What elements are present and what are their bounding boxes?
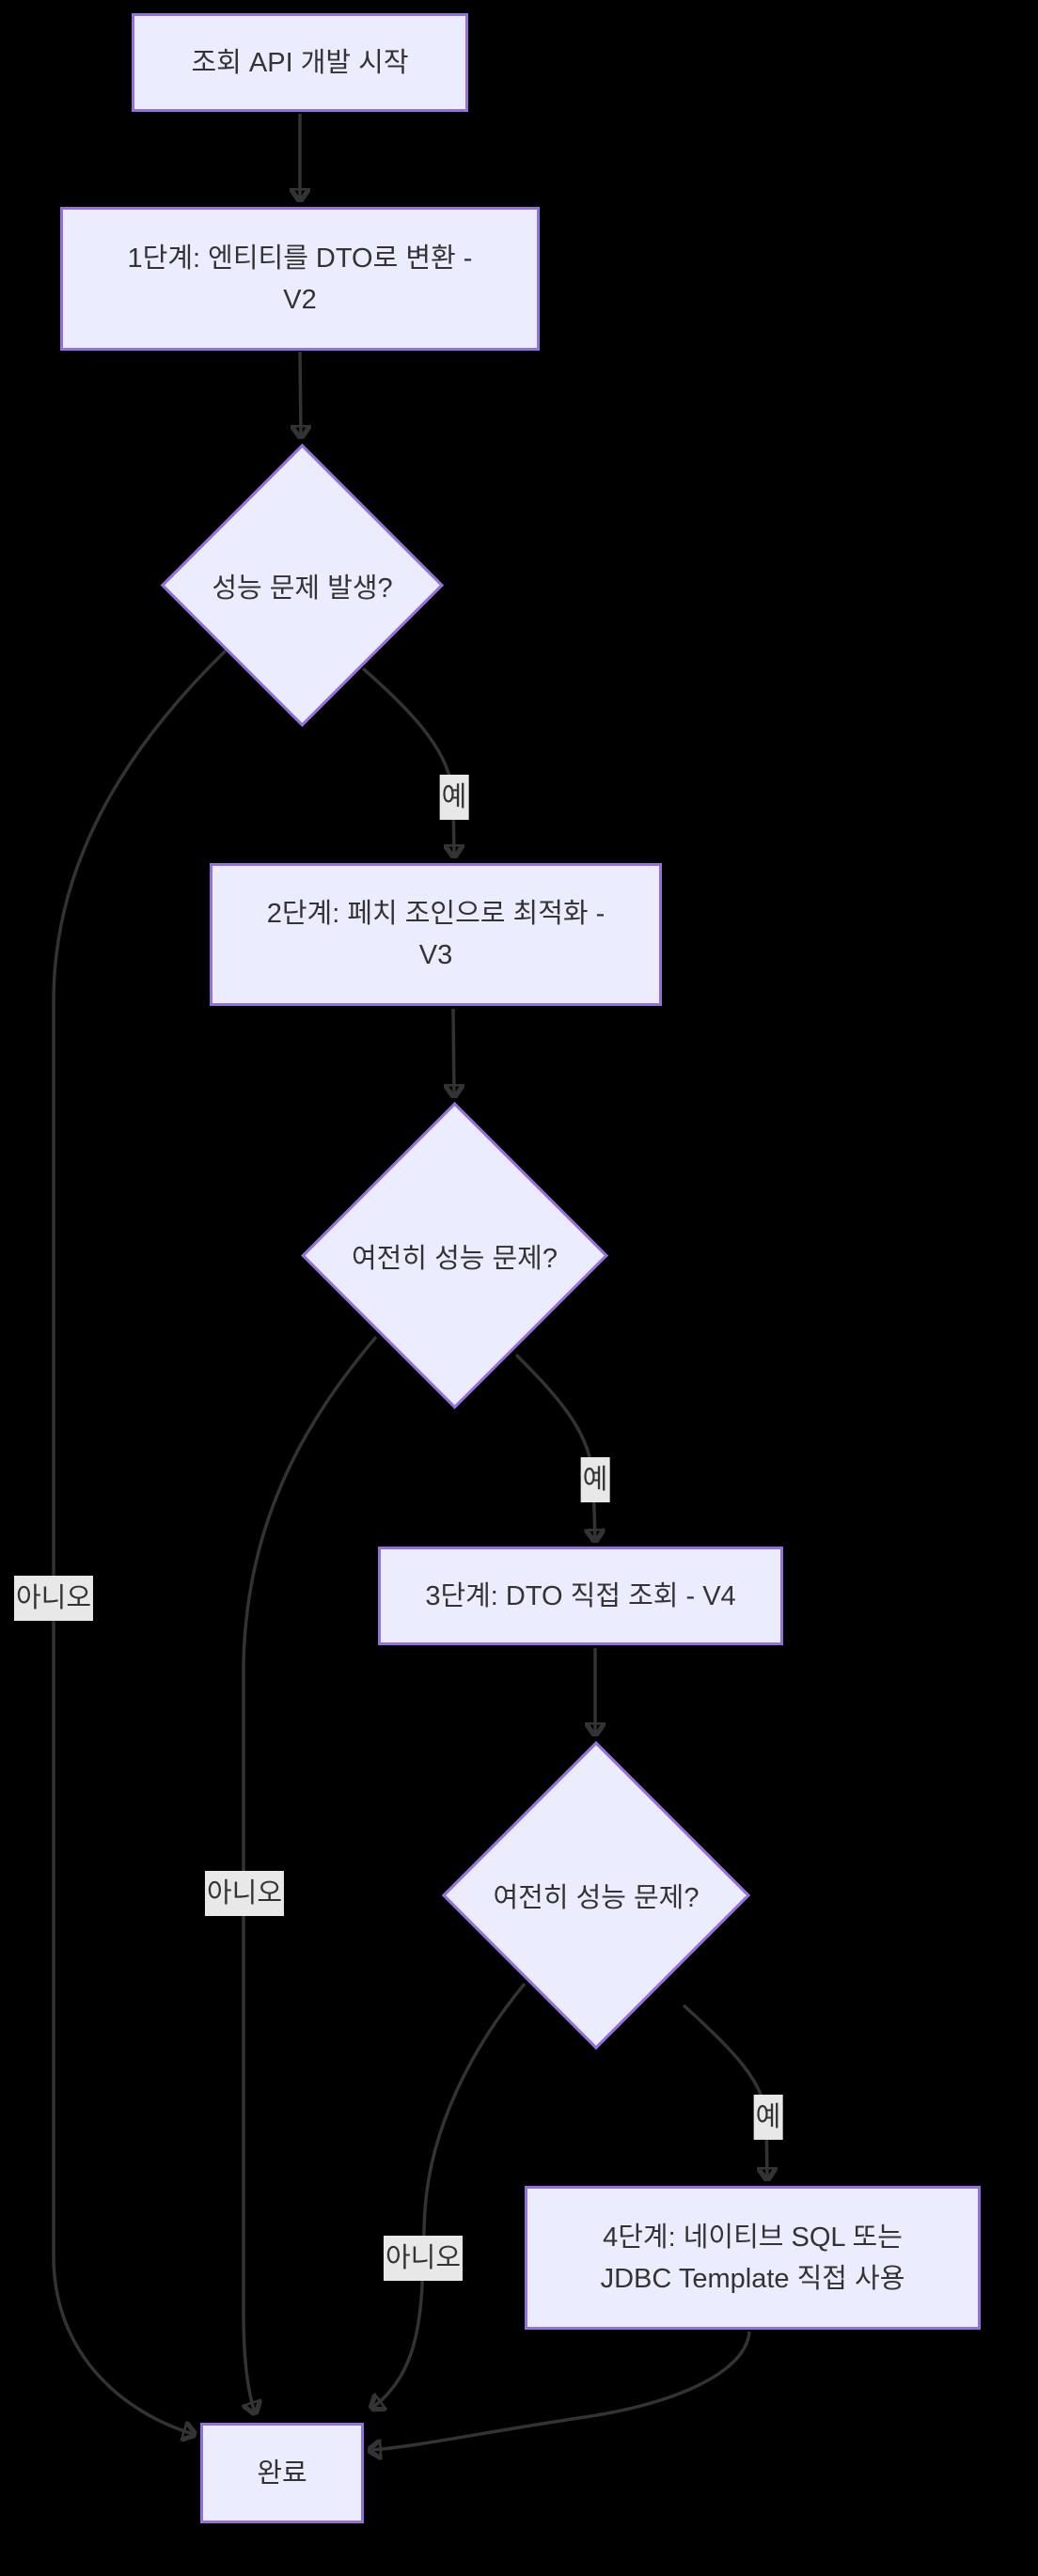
node-decision2: 여전히 성능 문제?: [301, 1102, 608, 1409]
node-decision1: 성능 문제 발생?: [161, 444, 444, 727]
node-step2: 2단계: 페치 조인으로 최적화 - V3: [210, 863, 662, 1006]
node-step2-line2: V3: [418, 940, 453, 970]
node-done-label: 완료: [257, 2458, 307, 2489]
node-step1-line2: V2: [283, 284, 317, 315]
node-decision2-label: 여전히 성능 문제?: [351, 1243, 558, 1274]
edge-label-yes2: 예: [580, 1457, 610, 1502]
node-step4-line2: JDBC Template 직접 사용: [600, 2263, 905, 2294]
node-done: 완료: [200, 2423, 364, 2523]
edge-label-no2: 아니오: [204, 1871, 285, 1916]
edge-decision1-done-no: [52, 649, 228, 2434]
edge-label-yes1: 예: [439, 775, 469, 820]
node-step4-line1: 4단계: 네이티브 SQL 또는: [603, 2222, 903, 2253]
edge-step2-decision2: [453, 1008, 454, 1095]
node-step1: 1단계: 엔티티를 DTO로 변환 - V2: [60, 207, 540, 351]
node-step2-line1: 2단계: 페치 조인으로 최적화 -: [266, 899, 606, 929]
edge-label-no3: 아니오: [383, 2236, 464, 2281]
edge-label-no1: 아니오: [13, 1576, 94, 1621]
node-step1-line1: 1단계: 엔티티를 DTO로 변환 -: [127, 243, 473, 274]
node-step4: 4단계: 네이티브 SQL 또는 JDBC Template 직접 사용: [525, 2186, 981, 2330]
node-decision3-label: 여전히 성능 문제?: [493, 1883, 700, 1913]
edge-label-yes3: 예: [753, 2095, 783, 2140]
node-decision3: 여전히 성능 문제?: [442, 1741, 750, 2050]
node-decision1-label: 성능 문제 발생?: [212, 573, 393, 604]
node-step3: 3단계: DTO 직접 조회 - V4: [378, 1547, 783, 1645]
node-start: 조회 API 개발 시작: [132, 13, 468, 112]
edge-step1-decision1: [300, 351, 301, 436]
edge-decision2-done-no: [244, 1335, 378, 2412]
node-start-label: 조회 API 개발 시작: [191, 47, 409, 78]
edge-decision3-done-no: [372, 1982, 527, 2408]
node-step3-label: 3단계: DTO 직접 조회 - V4: [425, 1580, 736, 1611]
edge-step4-done: [370, 2331, 751, 2450]
